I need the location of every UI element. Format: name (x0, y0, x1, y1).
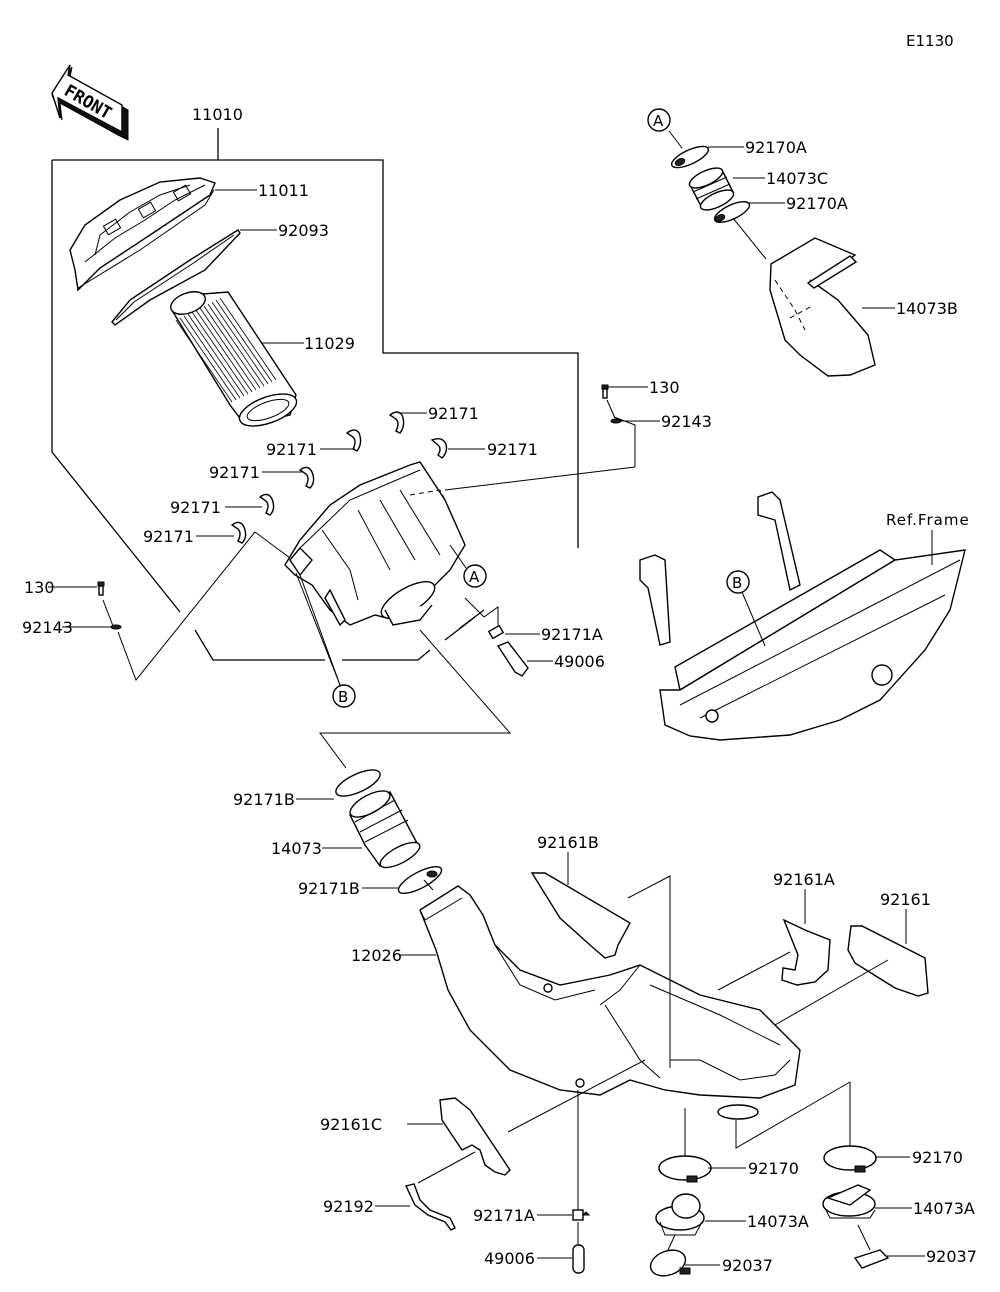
marker-b-frame: B (732, 574, 742, 592)
part-label-92161A[interactable]: 92161A (773, 870, 835, 889)
part-label-14073C[interactable]: 14073C (766, 169, 828, 188)
pad-92161C: 92161C (320, 1059, 646, 1176)
boot-14073A-right: 14073A (822, 1184, 975, 1251)
ref-frame-label[interactable]: Ref.Frame (886, 511, 970, 529)
clamp-92037-right: 92037 (853, 1247, 977, 1269)
clips-92171: 92171 92171 92171 92171 92171 92171 (143, 404, 538, 546)
leader-duct-to-right (735, 1081, 851, 1149)
air-cleaner-case (284, 416, 636, 627)
clamp-92171B-lower: 92171B (298, 866, 443, 898)
part-label-14073A-right[interactable]: 14073A (913, 1199, 975, 1218)
part-label-92161B[interactable]: 92161B (537, 833, 599, 852)
part-label-11029[interactable]: 11029 (304, 334, 355, 353)
marker-a-upper: A (647, 108, 683, 149)
part-label-130-right[interactable]: 130 (649, 378, 680, 397)
air-filter-element-11029: 11029 (170, 291, 355, 427)
svg-text:A: A (469, 568, 480, 586)
part-label-92161C[interactable]: 92161C (320, 1115, 382, 1134)
part-label-12026[interactable]: 12026 (351, 946, 402, 965)
hose-92192: 92192 (323, 1151, 476, 1231)
part-label-49006-top[interactable]: 49006 (554, 652, 605, 671)
part-label-92143-left[interactable]: 92143 (22, 618, 73, 637)
gasket-92093: 92093 (111, 221, 329, 326)
part-label-92093[interactable]: 92093 (278, 221, 329, 240)
pad-92161: 92161 (774, 890, 931, 1026)
clamp-92171A-top: 92171A 49006 (464, 597, 605, 677)
part-label-92037-left[interactable]: 92037 (722, 1256, 773, 1275)
part-label-92170-left[interactable]: 92170 (748, 1159, 799, 1178)
clamp-92171B-upper: 92171B (233, 769, 381, 809)
duct-14073B: 14073B (769, 237, 958, 377)
part-label-14073A-left[interactable]: 14073A (747, 1212, 809, 1231)
part-label-130-left[interactable]: 130 (24, 578, 55, 597)
hose-14073C: 14073C (688, 167, 828, 211)
part-label-92170A-2[interactable]: 92170A (786, 194, 848, 213)
air-cleaner-cover-11011: 11011 (69, 177, 309, 292)
clamp-92171A-bottom: 92171A 49006 (473, 1090, 591, 1274)
part-label-92171A-bottom[interactable]: 92171A (473, 1206, 535, 1225)
part-label-92171-3[interactable]: 92171 (487, 440, 538, 459)
hose-14073: 14073 (271, 790, 421, 869)
svg-text:B: B (338, 688, 348, 706)
part-label-11011[interactable]: 11011 (258, 181, 309, 200)
pad-92161A: 92161A (717, 870, 835, 991)
boot-14073A-left: 14073A (655, 1193, 809, 1251)
marker-a-case: A (449, 544, 487, 588)
part-label-92170-right[interactable]: 92170 (912, 1148, 963, 1167)
pad-92161B: 92161B (530, 833, 671, 1068)
part-label-11010[interactable]: 11010 (192, 105, 243, 124)
part-label-92171-4[interactable]: 92171 (209, 463, 260, 482)
part-label-92171-6[interactable]: 92171 (143, 527, 194, 546)
clamp-92170A-upper: 92170A (670, 138, 807, 169)
clamp-92170A-lower: 92170A (713, 194, 848, 260)
part-label-92143-right[interactable]: 92143 (661, 412, 712, 431)
part-label-92192[interactable]: 92192 (323, 1197, 374, 1216)
svg-text:A: A (653, 112, 664, 130)
front-arrow-icon: FRONT (51, 64, 129, 141)
intake-duct-12026: 12026 (351, 885, 801, 1120)
bolt-130-left: 130 92143 (22, 531, 291, 681)
part-label-92037-right[interactable]: 92037 (926, 1247, 977, 1266)
bolt-130-right: 130 92143 (601, 378, 712, 431)
part-label-14073B[interactable]: 14073B (896, 299, 958, 318)
part-label-92171A-top[interactable]: 92171A (541, 625, 603, 644)
part-label-49006-bottom[interactable]: 49006 (484, 1249, 535, 1268)
part-label-92161[interactable]: 92161 (880, 890, 931, 909)
diagram-code: E1130 (906, 32, 954, 50)
part-label-92171-2[interactable]: 92171 (266, 440, 317, 459)
part-label-92171-1[interactable]: 92171 (428, 404, 479, 423)
clamp-92170-left: 92170 (658, 1108, 799, 1183)
part-label-92170A-1[interactable]: 92170A (745, 138, 807, 157)
clamp-92170-right: 92170 (823, 1082, 963, 1173)
part-label-92171B-2[interactable]: 92171B (298, 879, 360, 898)
leader-case-to-duct (319, 629, 512, 769)
part-label-14073[interactable]: 14073 (271, 839, 322, 858)
part-label-92171-5[interactable]: 92171 (170, 498, 221, 517)
frame-reference: Ref.Frame B (639, 491, 970, 741)
clamp-92037-left: 92037 (649, 1249, 773, 1277)
part-label-92171B-1[interactable]: 92171B (233, 790, 295, 809)
marker-b-case: B (295, 572, 356, 708)
